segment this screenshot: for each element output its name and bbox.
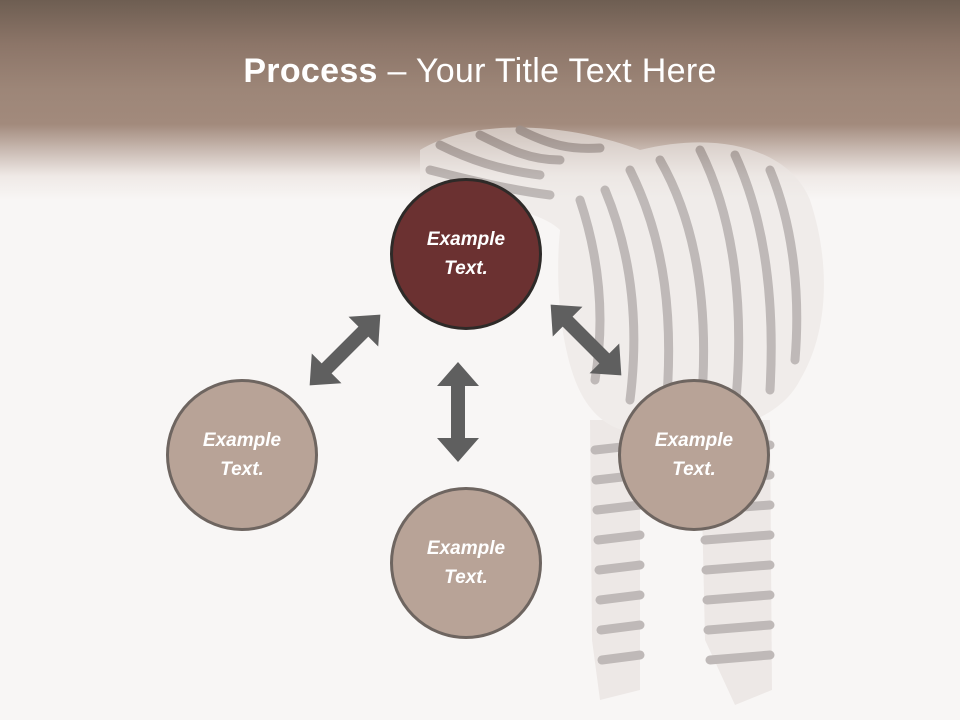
node-bottom-label: Example Text. bbox=[426, 538, 506, 588]
node-left: Example Text. bbox=[166, 379, 318, 531]
node-top: Example Text. bbox=[390, 178, 542, 330]
double-arrow-icon bbox=[294, 299, 396, 401]
node-top-label: Example Text. bbox=[426, 229, 506, 279]
title-bold: Process bbox=[243, 52, 378, 90]
node-left-label: Example Text. bbox=[202, 430, 282, 480]
node-right-label: Example Text. bbox=[654, 430, 734, 480]
double-arrow-icon bbox=[437, 362, 479, 462]
node-right: Example Text. bbox=[618, 379, 770, 531]
title-rest: – Your Title Text Here bbox=[377, 52, 717, 90]
page-title: Process – Your Title Text Here bbox=[0, 52, 960, 91]
double-arrow-icon bbox=[535, 289, 637, 391]
node-bottom: Example Text. bbox=[390, 487, 542, 639]
